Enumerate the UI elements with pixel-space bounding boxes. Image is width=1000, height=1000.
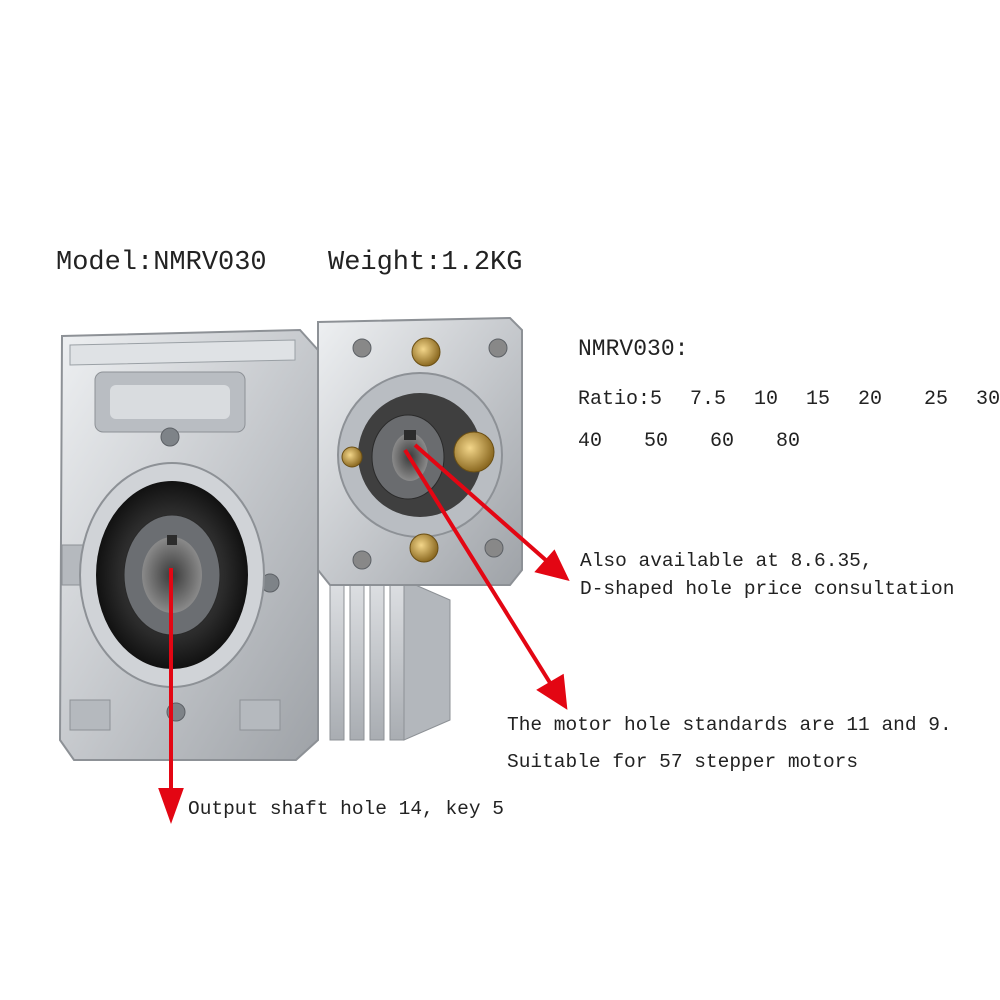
weight-label: Weight:1.2KG xyxy=(328,248,523,278)
cooling-fins xyxy=(329,559,451,741)
ratio-list-line2: 40 50 60 80 xyxy=(578,430,801,453)
output-flange xyxy=(79,462,265,688)
motor-hole-note-line1: The motor hole standards are 11 and 9. xyxy=(507,714,952,736)
model-label: Model:NMRV030 xyxy=(56,248,267,278)
output-shaft-note: Output shaft hole 14, key 5 xyxy=(188,798,504,820)
ratio-list-line1: Ratio:5 7.5 10 15 20 25 30 xyxy=(578,388,1000,411)
input-flange-note-line1: Also available at 8.6.35, xyxy=(580,550,873,572)
input-flange xyxy=(317,316,523,586)
motor-hole-note-line2: Suitable for 57 stepper motors xyxy=(507,751,859,773)
input-flange-note-line2: D-shaped hole price consultation xyxy=(580,578,955,600)
spec-title: NMRV030: xyxy=(578,336,689,362)
